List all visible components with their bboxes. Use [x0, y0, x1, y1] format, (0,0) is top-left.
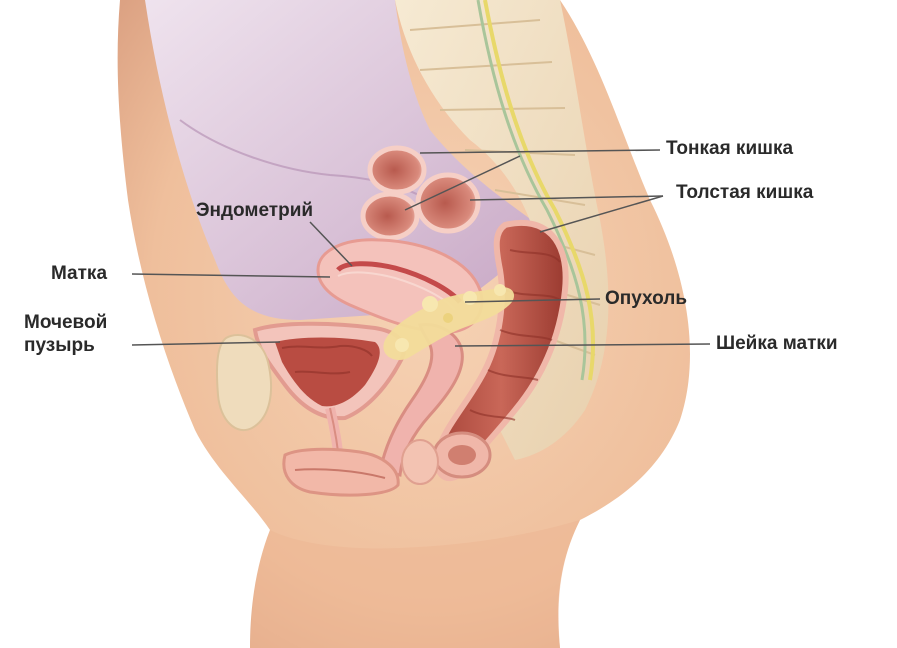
label-bladder-line1: Мочевой — [24, 313, 107, 333]
label-cervix: Шейка матки — [716, 334, 838, 354]
glute-fold — [402, 440, 438, 484]
label-endometrium: Эндометрий — [196, 201, 313, 221]
label-large-intestine: Толстая кишка — [676, 183, 813, 203]
label-small-intestine: Тонкая кишка — [666, 139, 793, 159]
label-tumor: Опухоль — [605, 289, 687, 309]
anal-inner — [448, 445, 476, 465]
pubic-bone — [217, 335, 271, 430]
label-bladder-line2: пузырь — [24, 336, 95, 356]
label-uterus: Матка — [51, 264, 107, 284]
